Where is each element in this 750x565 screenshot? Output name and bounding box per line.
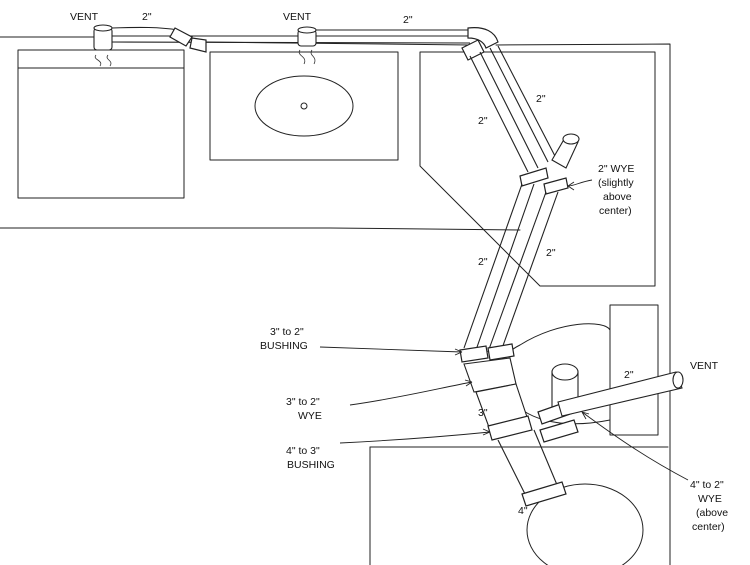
wye-2in-cap: [562, 133, 580, 145]
label-bushing-4to3-line2: BUSHING: [287, 459, 335, 471]
vent-stub-left: [93, 24, 113, 67]
sink-cabinet-outline: [209, 51, 399, 161]
vent-left-break-lines: [94, 54, 112, 67]
lower-wall-line: [0, 227, 521, 231]
label-wye-3to2-line2: WYE: [298, 410, 322, 422]
label-bushing-3to2-line1: 3" to 2": [270, 326, 304, 338]
top-right-elbow: [461, 27, 499, 61]
top-pipe-left-bend-top: [111, 26, 179, 31]
lower-right-pipe-edge-a: [487, 191, 547, 353]
label-wye-3to2-line1: 3" to 2": [286, 396, 320, 408]
wye-2in-collar-right: [543, 177, 569, 195]
pipe-3in-section: [475, 383, 533, 441]
left-cabinet-outline: [17, 49, 185, 199]
upper-right-pipe-edge-b: [497, 45, 557, 159]
lower-right-pipe-edge-b: [499, 191, 559, 355]
arrow-bushing-4to3: [339, 431, 491, 444]
label-size-diag-upper-right: 2": [536, 93, 546, 105]
wye-4to2-cap: [551, 363, 579, 381]
label-bushing-3to2-line2: BUSHING: [260, 340, 308, 352]
shower-outline: [419, 51, 656, 287]
arrow-wye-4to2: [581, 411, 689, 481]
arrow-bushing-3to2-head: [454, 348, 463, 356]
left-coupling: [169, 27, 193, 47]
label-wye-4to2-line3: (above: [696, 507, 728, 519]
top-pipe-lower-edge: [109, 41, 471, 44]
toilet-tank: [609, 304, 659, 436]
label-size-diag-upper-left: 2": [478, 115, 488, 127]
leader-lines: [319, 179, 689, 481]
lower-diagonal-pipes: [463, 183, 559, 355]
label-wye-4to2-line4: center): [692, 521, 725, 533]
lower-left-pipe-edge-a: [463, 183, 523, 349]
elbow-collar: [461, 39, 485, 61]
wye-2in-collar-left: [519, 167, 549, 187]
pipe-4in-edge-left: [497, 439, 529, 501]
wye-2in: [519, 133, 580, 195]
label-wye-4to2-line1: 4" to 2": [690, 479, 724, 491]
upper-right-pipe-edge-a: [489, 47, 549, 163]
bushing-4to3-ring: [487, 415, 533, 441]
label-size-3in: 3": [478, 407, 488, 419]
vent-mid-break-lines: [298, 49, 316, 65]
label-wye-2in-line3: above: [603, 191, 632, 203]
upper-diagonal-pipes: [469, 45, 557, 173]
label-vent-mid: VENT: [283, 11, 312, 23]
left-elbow: [189, 37, 207, 53]
label-vent-right: VENT: [690, 360, 719, 372]
label-size-4in: 4": [518, 505, 528, 517]
label-size-diag-lower-right: 2": [546, 247, 556, 259]
vent-stub-mid: [297, 26, 317, 65]
toilet-flange-circle: [526, 483, 644, 565]
pipe-4in-edge-right: [533, 429, 561, 493]
label-size-top-right: 2": [403, 14, 413, 26]
top-horizontal-pipe: [109, 26, 471, 53]
arrow-wye-3to2-head: [464, 379, 473, 387]
bushing-3to2-ring-a: [459, 345, 489, 363]
vent-branch-end: [672, 371, 684, 389]
vent-mid-cap: [297, 26, 317, 34]
vent-left-cap: [93, 24, 113, 32]
arrow-wye-2in: [567, 179, 593, 187]
vent-branch-pipe: [557, 371, 683, 417]
label-size-top-left: 2": [142, 11, 152, 23]
label-wye-2in-line1: 2" WYE: [598, 163, 634, 175]
elbow-top-right: [467, 27, 499, 49]
label-bushing-4to3-line1: 4" to 3": [286, 445, 320, 457]
vent-branch-right: [557, 371, 684, 417]
sink-basin: [254, 75, 354, 137]
label-wye-2in-line2: (slightly: [598, 177, 634, 189]
upper-left-pipe-edge-a: [469, 55, 529, 173]
pipe-4in-collar: [521, 481, 567, 507]
corner-shower: [419, 51, 656, 287]
label-wye-4to2-line2: WYE: [698, 493, 722, 505]
arrow-wye-4to2-head: [581, 411, 590, 420]
bushing-3to2-ring-b: [487, 343, 515, 361]
sink-vanity: [209, 51, 399, 161]
arrow-bushing-3to2: [319, 346, 463, 353]
upper-left-pipe-edge-b: [479, 51, 539, 169]
wye-4to2-collar-b: [539, 419, 579, 443]
sink-drain-icon: [300, 102, 308, 110]
labels: VENT 2" VENT 2" 2" 2" 2" WYE (slightly a…: [70, 11, 728, 533]
arrow-wye-2in-head: [567, 181, 575, 191]
label-size-diag-lower-left: 2": [478, 256, 488, 268]
label-size-vent-branch: 2": [624, 369, 634, 381]
label-wye-2in-line4: center): [599, 205, 632, 217]
arrow-bushing-4to3-head: [482, 428, 491, 436]
pipe-4in-section: [497, 429, 567, 507]
lower-left-pipe-edge-b: [475, 183, 535, 351]
bushing-3to2-fitting: [459, 343, 517, 393]
left-vanity-cabinet: [17, 49, 185, 199]
label-vent-left: VENT: [70, 11, 99, 23]
arrow-wye-3to2: [349, 381, 473, 406]
